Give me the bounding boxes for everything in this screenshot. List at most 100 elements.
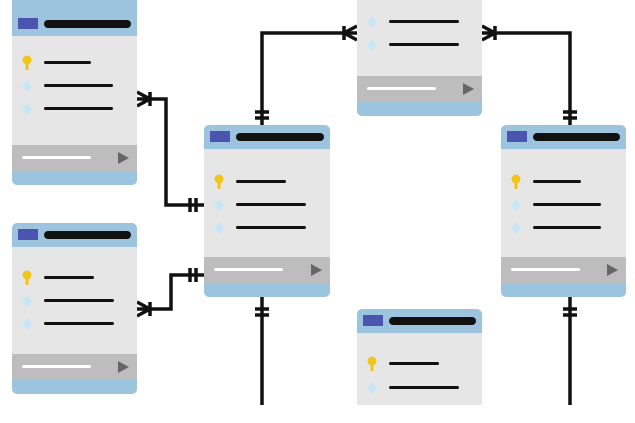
diamond-icon bbox=[214, 222, 224, 234]
diamond-icon bbox=[22, 295, 32, 307]
play-icon[interactable] bbox=[118, 152, 129, 164]
field-name-bar bbox=[236, 226, 306, 229]
table-base bbox=[12, 171, 137, 185]
field-name-bar bbox=[44, 276, 94, 279]
table-footer bbox=[501, 257, 626, 283]
connector-center-to-top-middle bbox=[260, 31, 357, 125]
field-name-bar bbox=[389, 20, 459, 23]
table-header bbox=[204, 125, 330, 149]
diamond-icon bbox=[22, 103, 32, 115]
field-row bbox=[501, 199, 626, 211]
field-row-primary-key bbox=[501, 174, 626, 189]
field-row bbox=[12, 103, 137, 115]
field-name-bar bbox=[44, 84, 113, 87]
table-footer bbox=[12, 354, 137, 380]
field-name-bar bbox=[44, 299, 114, 302]
field-row-primary-key bbox=[12, 270, 137, 285]
footer-bar bbox=[367, 87, 436, 90]
table-title-bar bbox=[389, 317, 476, 325]
diamond-icon bbox=[367, 16, 377, 28]
footer-bar bbox=[22, 365, 91, 368]
field-row bbox=[204, 222, 330, 234]
field-name-bar bbox=[236, 180, 286, 183]
one-bar-center-bottom bbox=[255, 307, 269, 317]
key-icon bbox=[367, 356, 377, 371]
field-name-bar bbox=[533, 203, 601, 206]
key-icon bbox=[22, 55, 32, 70]
play-icon[interactable] bbox=[463, 83, 474, 95]
one-bar-center-lower bbox=[188, 268, 198, 282]
field-name-bar bbox=[533, 180, 581, 183]
one-bar-right-bottom bbox=[563, 307, 577, 317]
table-center[interactable] bbox=[204, 125, 330, 297]
table-title-bar bbox=[236, 133, 324, 141]
table-tag-icon bbox=[18, 229, 38, 240]
field-row bbox=[357, 39, 482, 51]
key-icon bbox=[22, 270, 32, 285]
key-icon bbox=[511, 174, 521, 189]
connector-top-middle-to-right bbox=[482, 31, 572, 125]
table-right[interactable] bbox=[501, 125, 626, 297]
table-tag-icon bbox=[363, 315, 383, 326]
diamond-icon bbox=[367, 382, 377, 394]
table-footer bbox=[357, 76, 482, 102]
connector-top-left-to-center bbox=[137, 97, 204, 207]
field-name-bar bbox=[44, 61, 91, 64]
table-tag-icon bbox=[18, 18, 38, 29]
field-row-primary-key bbox=[204, 174, 330, 189]
table-header bbox=[12, 0, 137, 36]
field-name-bar bbox=[389, 362, 439, 365]
diamond-icon bbox=[214, 199, 224, 211]
crows-foot-top-middle-left bbox=[340, 24, 358, 42]
table-title-bar bbox=[44, 20, 131, 28]
table-base bbox=[12, 380, 137, 394]
one-bar-right-top bbox=[563, 110, 577, 120]
table-header bbox=[357, 309, 482, 333]
field-name-bar bbox=[389, 386, 459, 389]
table-title-bar bbox=[533, 133, 620, 141]
table-base bbox=[204, 283, 330, 297]
field-name-bar bbox=[533, 226, 601, 229]
table-mid-left[interactable] bbox=[12, 223, 137, 394]
field-row bbox=[12, 295, 137, 307]
field-row bbox=[357, 16, 482, 28]
footer-bar bbox=[22, 156, 91, 159]
crows-foot-top-middle-right bbox=[481, 24, 499, 42]
table-top-left[interactable] bbox=[12, 0, 137, 185]
table-header bbox=[501, 125, 626, 149]
table-tag-icon bbox=[507, 131, 527, 142]
diamond-icon bbox=[511, 199, 521, 211]
table-bottom-middle[interactable] bbox=[357, 309, 482, 405]
connector-mid-left-to-center bbox=[137, 273, 204, 311]
diamond-icon bbox=[367, 39, 377, 51]
play-icon[interactable] bbox=[311, 264, 322, 276]
table-footer bbox=[204, 257, 330, 283]
table-title-bar bbox=[44, 231, 131, 239]
field-name-bar bbox=[389, 43, 459, 46]
field-row bbox=[12, 318, 137, 330]
field-row-primary-key bbox=[12, 55, 137, 70]
field-name-bar bbox=[44, 322, 114, 325]
table-header bbox=[12, 223, 137, 247]
footer-bar bbox=[214, 268, 283, 271]
field-row bbox=[357, 382, 482, 394]
table-base bbox=[501, 283, 626, 297]
footer-bar bbox=[511, 268, 580, 271]
table-tag-icon bbox=[210, 131, 230, 142]
table-footer bbox=[12, 145, 137, 171]
diamond-icon bbox=[22, 80, 32, 92]
table-base bbox=[357, 102, 482, 116]
field-row-primary-key bbox=[357, 356, 482, 371]
field-row bbox=[204, 199, 330, 211]
table-top-middle[interactable] bbox=[357, 0, 482, 116]
field-name-bar bbox=[236, 203, 306, 206]
play-icon[interactable] bbox=[118, 361, 129, 373]
diamond-icon bbox=[22, 318, 32, 330]
one-bar-center-top bbox=[255, 110, 269, 120]
diamond-icon bbox=[511, 222, 521, 234]
one-bar-center-upper bbox=[188, 198, 198, 212]
play-icon[interactable] bbox=[607, 264, 618, 276]
crows-foot-mid-left bbox=[136, 300, 154, 318]
field-row bbox=[12, 80, 137, 92]
